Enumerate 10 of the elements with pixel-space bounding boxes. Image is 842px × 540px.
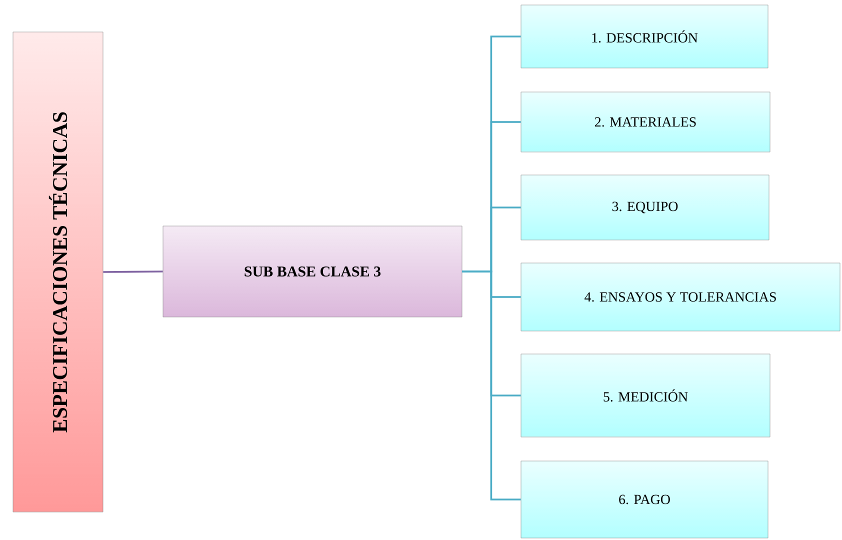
item-box: 5. MEDICIÓN [520,354,770,438]
item-box: 2. MATERIALES [520,92,770,152]
item-box: 6. PAGO [520,460,768,538]
topic-box: SUB BASE CLASE 3 [162,226,462,318]
title-box: ESPECIFICACIONES TÉCNICAS [12,32,104,512]
item-box: 1. DESCRIPCIÓN [520,4,768,68]
item-box: 4. ENSAYOS Y TOLERANCIAS [520,262,840,332]
connector-line [103,270,163,273]
item-box: 3. EQUIPO [520,174,770,240]
connector-line [462,270,521,500]
